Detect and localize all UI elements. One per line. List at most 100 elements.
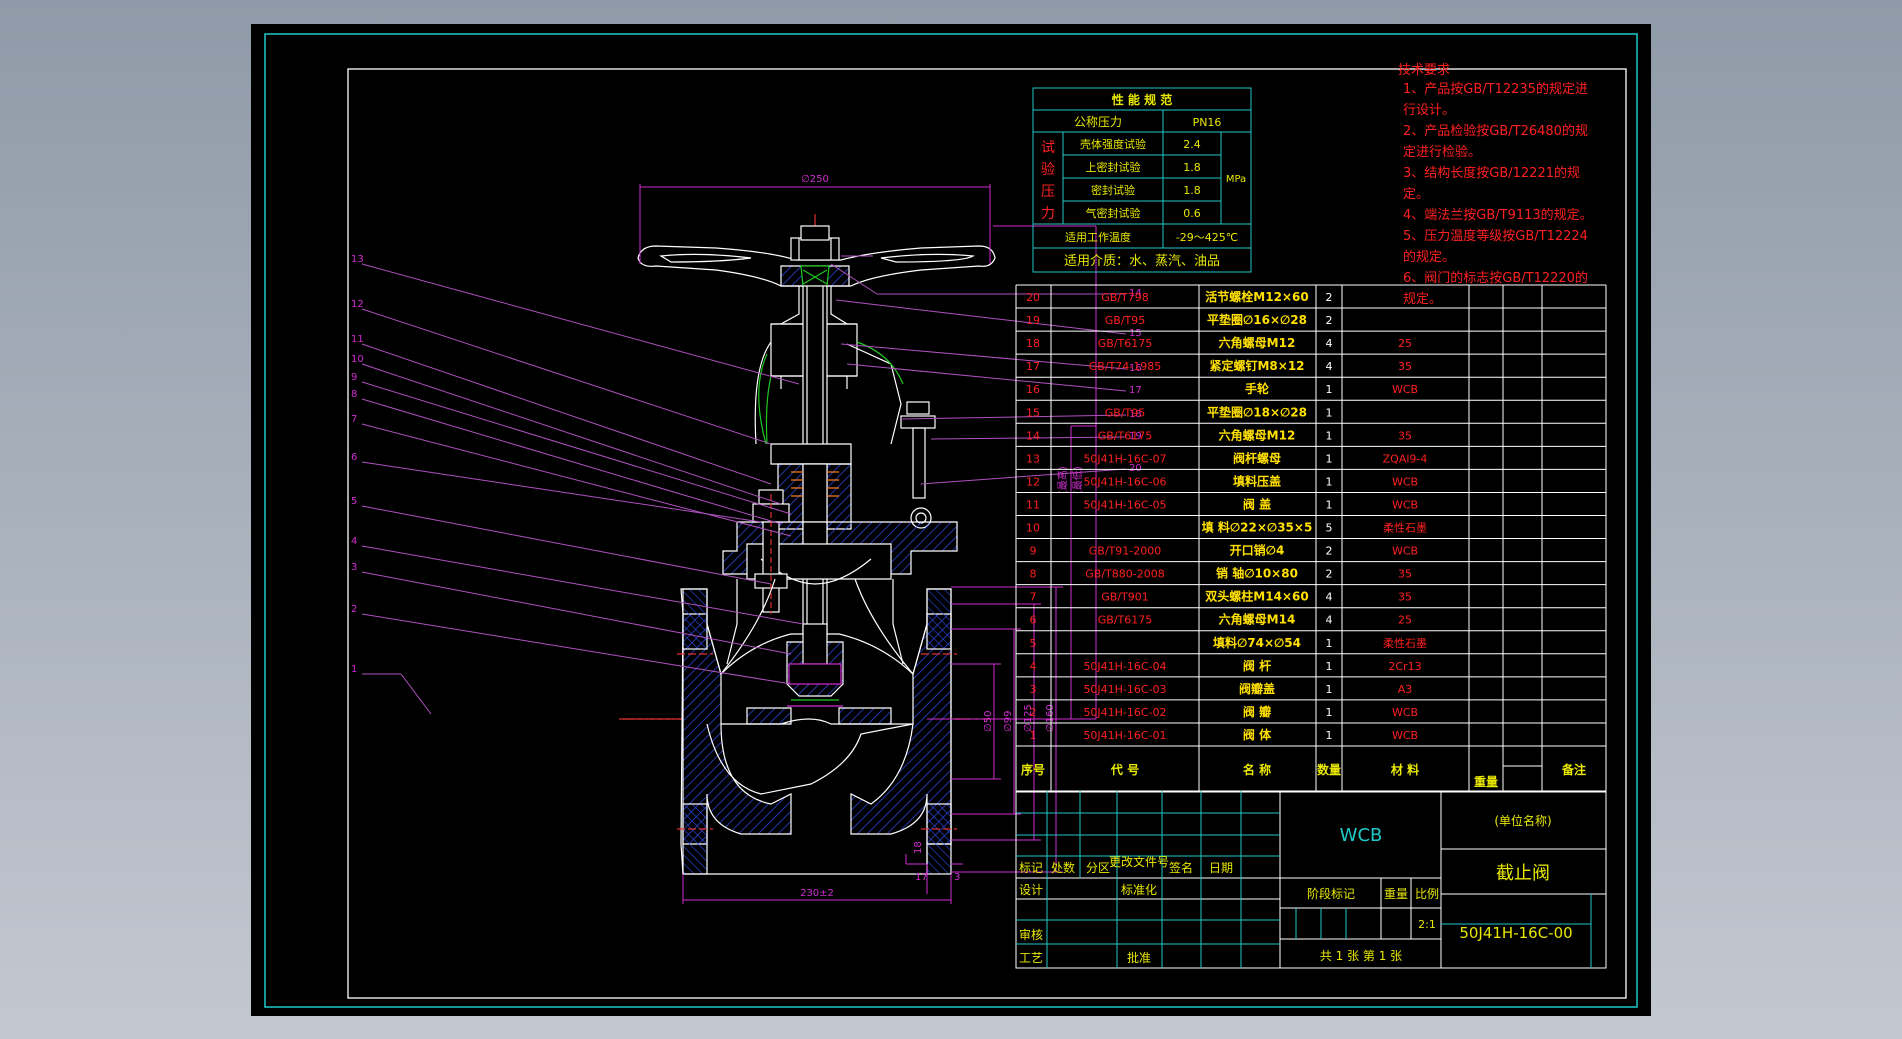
bom-header-name: 名 称 — [1243, 762, 1271, 777]
bom-cell-no: 1 — [1030, 729, 1037, 742]
bom-cell-qty: 1 — [1326, 475, 1333, 488]
handwheel-nut — [790, 237, 840, 261]
bom-cell-material: 35 — [1398, 429, 1412, 442]
dimension-lines — [639, 184, 1097, 904]
tech-line: 1、产品按GB/T12235的规定进 — [1403, 81, 1588, 97]
part-label-right: 14 — [1129, 288, 1142, 299]
bom-cell-code: GB/T95 — [1105, 314, 1146, 327]
part-label-left: 7 — [351, 414, 357, 425]
bom-cell-name: 紧定螺钉M8×12 — [1209, 358, 1304, 373]
bom-cell-material: 35 — [1398, 591, 1412, 604]
part-label-left: 5 — [351, 496, 357, 507]
bom-cell-qty: 1 — [1326, 406, 1333, 419]
valve-body-right — [850, 613, 952, 845]
bom-cell-code: GB/T880-2008 — [1085, 568, 1164, 581]
tb-label-sign: 签名 — [1169, 860, 1193, 875]
bom-cell-name: 阀 体 — [1243, 727, 1272, 742]
test-row-3-label: 密封试验 — [1091, 183, 1135, 197]
bom-cell-material: 35 — [1398, 568, 1412, 581]
flange-dim-2: ∅99 — [1003, 711, 1014, 732]
bom-cell-no: 14 — [1026, 429, 1040, 442]
bom-cell-no: 20 — [1026, 291, 1040, 304]
bom-cell-name: 六角螺母M12 — [1219, 335, 1296, 350]
part-label-right: 15 — [1129, 328, 1142, 339]
test-row-1-label: 壳体强度试验 — [1080, 137, 1146, 151]
bom-header-code: 代 号 — [1110, 762, 1139, 777]
bom-cell-name: 阀 盖 — [1243, 496, 1271, 511]
bom-cell-name: 销 轴∅10×80 — [1216, 566, 1298, 581]
bom-cell-name: 填 料∅22×∅35×5 — [1202, 520, 1313, 535]
bom-cell-material: WCB — [1392, 545, 1418, 558]
bom-cell-material: 25 — [1398, 337, 1412, 350]
bom-cell-qty: 2 — [1326, 568, 1333, 581]
bom-cell-material: A3 — [1398, 683, 1413, 696]
bom-header-weight: 重量 — [1474, 774, 1498, 789]
height-dim-min: (最低) — [1071, 466, 1084, 494]
part-label-left: 13 — [351, 254, 364, 265]
bom-cell-qty: 4 — [1326, 614, 1333, 627]
bom-cell-qty: 5 — [1326, 522, 1333, 535]
part-label-left: 3 — [351, 562, 357, 573]
bom-cell-code: GB/T95 — [1105, 406, 1146, 419]
tech-line: 3、结构长度按GB/12221的规 — [1403, 165, 1580, 181]
tb-label-change-doc: 更改文件号 — [1109, 854, 1169, 869]
bom-cell-name: 手轮 — [1245, 381, 1270, 396]
bom-cell-material: ZQAl9-4 — [1383, 452, 1428, 465]
bom-cell-code: 50J41H-16C-07 — [1083, 452, 1166, 465]
test-row-4-value: 0.6 — [1183, 207, 1201, 220]
tb-label-weight: 重量 — [1384, 887, 1408, 901]
bom-cell-name: 活节螺栓M12×60 — [1205, 289, 1308, 304]
part-label-left: 8 — [351, 389, 357, 400]
pressure-unit: MPa — [1226, 174, 1246, 185]
part-label-left: 1 — [351, 664, 357, 675]
bom-header-no: 序号 — [1021, 762, 1045, 777]
flange-dim-1: ∅50 — [983, 711, 994, 732]
bom-cell-qty: 1 — [1326, 683, 1333, 696]
tb-label-date: 日期 — [1209, 861, 1233, 875]
bom-cell-name: 阀瓣盖 — [1239, 681, 1275, 696]
tb-label-stage: 阶段标记 — [1307, 886, 1355, 901]
bom-cell-qty: 1 — [1326, 637, 1333, 650]
test-row-4-label: 气密封试验 — [1086, 206, 1141, 220]
bom-cell-name: 双头螺柱M14×60 — [1205, 589, 1308, 604]
tb-label-process: 工艺 — [1019, 951, 1043, 965]
bom-cell-qty: 1 — [1326, 498, 1333, 511]
part-label-right: 19 — [1129, 431, 1142, 442]
flange-small-dim-1: 18 — [913, 841, 924, 854]
test-row-2-label: 上密封试验 — [1086, 160, 1141, 174]
bom-cell-no: 16 — [1026, 383, 1040, 396]
valve-body-left — [682, 613, 792, 845]
bom-cell-name: 填料∅74×∅54 — [1213, 635, 1301, 650]
bom-cell-code: 50J41H-16C-01 — [1083, 729, 1166, 742]
tb-label-count: 处数 — [1051, 860, 1075, 875]
tb-sheets: 共 1 张 第 1 张 — [1320, 949, 1402, 963]
bom-cell-no: 13 — [1026, 452, 1040, 465]
handwheel-diameter-dim: ∅250 — [801, 174, 829, 185]
tech-title: 技术要求 — [1398, 63, 1450, 78]
bom-cell-material: WCB — [1392, 729, 1418, 742]
side-label-1: 试 — [1041, 140, 1055, 156]
part-label-left: 11 — [351, 334, 364, 345]
tech-line: 的规定。 — [1403, 249, 1455, 265]
tb-label-approve: 批准 — [1127, 950, 1151, 965]
bom-cell-material: 35 — [1398, 360, 1412, 373]
bom-cell-material: 2Cr13 — [1388, 660, 1421, 673]
tb-company: (单位名称) — [1494, 813, 1551, 828]
side-label-3: 压 — [1041, 184, 1055, 200]
tech-line: 规定。 — [1403, 292, 1442, 307]
bom-cell-name: 填料压盖 — [1233, 473, 1281, 488]
bom-cell-no: 8 — [1030, 568, 1037, 581]
bom-cell-name: 平垫圈∅16×∅28 — [1207, 312, 1307, 327]
tb-label-design: 设计 — [1019, 883, 1043, 897]
side-label-4: 力 — [1041, 206, 1055, 222]
temp-label: 适用工作温度 — [1065, 230, 1131, 244]
bom-cell-name: 阀 杆 — [1243, 658, 1271, 673]
bom-cell-no: 18 — [1026, 337, 1040, 350]
bom-cell-qty: 1 — [1326, 383, 1333, 396]
bom-cell-code: 50J41H-16C-06 — [1083, 475, 1166, 488]
part-label-left: 4 — [351, 536, 357, 547]
tech-line: 6、阀门的标志按GB/T12220的 — [1403, 270, 1588, 286]
bom-cell-code: GB/T798 — [1101, 291, 1149, 304]
